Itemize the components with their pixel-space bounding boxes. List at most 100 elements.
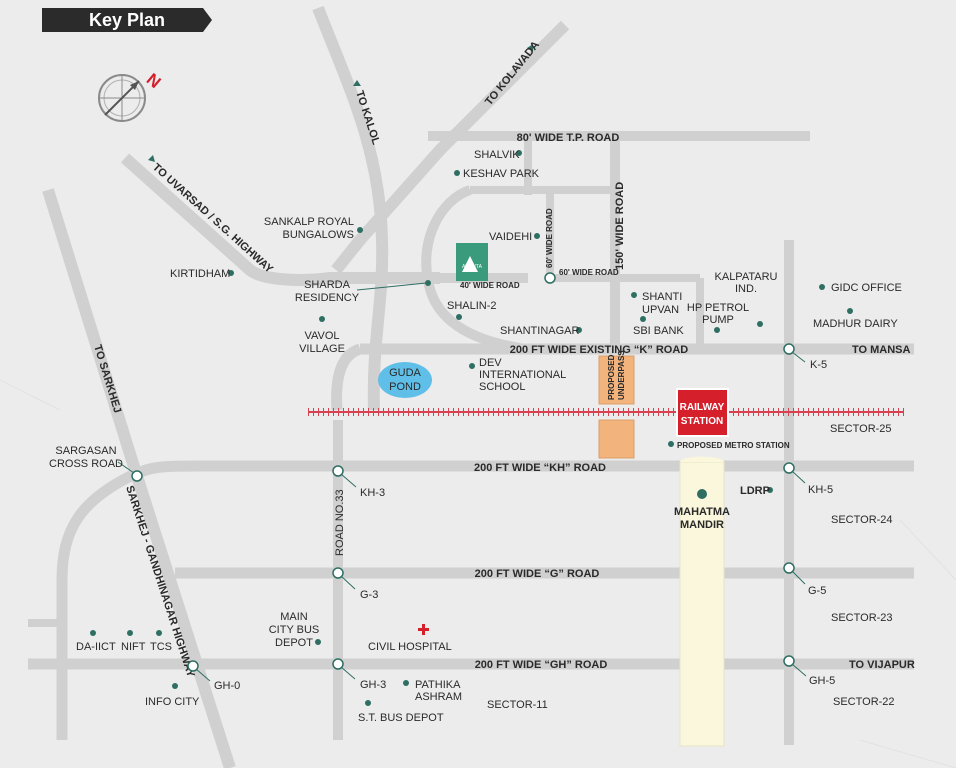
label-civil-hospital: CIVIL HOSPITAL bbox=[368, 641, 452, 653]
label-sbi-bank: SBI BANK bbox=[633, 325, 684, 337]
label-kirtidham: KIRTIDHAM bbox=[170, 268, 230, 280]
label-sector11: SECTOR-11 bbox=[487, 699, 548, 711]
label-sector22: SECTOR-22 bbox=[833, 696, 895, 708]
label-tcs: TCS bbox=[150, 641, 172, 653]
direction-vijapur: TO VIJAPUR bbox=[849, 659, 915, 671]
svg-text:TO UVARSAD / S.G. HIGHWAY: TO UVARSAD / S.G. HIGHWAY bbox=[150, 161, 276, 276]
junction-leaders bbox=[117, 351, 807, 682]
direction-uvarsad: TO UVARSAD / S.G. HIGHWAY bbox=[148, 155, 276, 276]
label-sector24: SECTOR-24 bbox=[831, 514, 893, 526]
underpass-label: PROPOSED UNDERPASS bbox=[607, 350, 626, 400]
place-markers bbox=[90, 150, 853, 706]
r60b-road-label: 60' WIDE ROAD bbox=[559, 268, 619, 277]
label-sargasan-1: SARGASAN bbox=[55, 445, 116, 457]
west-loop-road bbox=[56, 469, 138, 740]
arrow-icon bbox=[527, 44, 533, 51]
label-main-bus-1: MAIN bbox=[280, 611, 308, 623]
junction-gh3: GH-3 bbox=[360, 679, 386, 691]
sarkhej-gandhinagar-highway bbox=[42, 188, 236, 768]
label-daiict: DA-IICT bbox=[76, 641, 116, 653]
ananta-logo-text: ANANTA bbox=[462, 264, 483, 270]
junction-markers bbox=[131, 272, 795, 672]
sharda-leader bbox=[356, 282, 427, 291]
label-kalpataru-1: KALPATARU bbox=[715, 271, 778, 283]
railway-station bbox=[676, 388, 729, 437]
railway-station-label-1: RAILWAY bbox=[680, 402, 725, 413]
proposed-underpass-lower bbox=[598, 419, 635, 459]
label-ldrp: LDRP bbox=[740, 485, 770, 497]
page-title: Key Plan bbox=[89, 10, 165, 30]
label-sankalp-1: SANKALP ROYAL bbox=[264, 216, 354, 228]
junction-gh0: GH-0 bbox=[214, 680, 240, 692]
label-metro-station: PROPOSED METRO STATION bbox=[677, 441, 790, 450]
tp80-road-label: 80' WIDE T.P. ROAD bbox=[517, 132, 620, 144]
label-sargasan-2: CROSS ROAD bbox=[49, 458, 123, 470]
direction-sarkhej: TO SARKHEJ bbox=[91, 343, 123, 414]
label-pathika-1: PATHIKA bbox=[415, 679, 461, 691]
label-shanti-1: SHANTI bbox=[642, 291, 682, 303]
guda-pond-shape bbox=[378, 362, 432, 398]
kolavada-road bbox=[331, 20, 570, 274]
label-sankalp-2: BUNGALOWS bbox=[282, 229, 354, 241]
arrow-icon bbox=[353, 80, 361, 86]
label-info-city: INFO CITY bbox=[145, 696, 200, 708]
label-sector23: SECTOR-23 bbox=[831, 612, 893, 624]
compass-icon: N bbox=[98, 70, 165, 122]
svg-text:TO KOLAVADA: TO KOLAVADA bbox=[483, 39, 542, 108]
label-dev-2: INTERNATIONAL bbox=[479, 369, 566, 381]
junction-k5: K-5 bbox=[810, 359, 827, 371]
compass-north-letter: N bbox=[143, 70, 165, 92]
r40-road-label: 40' WIDE ROAD bbox=[460, 281, 520, 290]
direction-mansa: TO MANSA bbox=[852, 344, 911, 356]
gh-road-label: 200 FT WIDE “GH” ROAD bbox=[475, 659, 608, 671]
svg-text:PROPOSED: PROPOSED bbox=[607, 354, 616, 400]
hospital-icon bbox=[418, 624, 429, 635]
k-road-curve bbox=[331, 343, 363, 411]
header-banner: Key Plan bbox=[42, 8, 212, 32]
label-shanti-2: UPVAN bbox=[642, 304, 679, 316]
label-mahatma-2: MANDIR bbox=[680, 519, 724, 531]
road33-label: ROAD NO.33 bbox=[334, 489, 346, 556]
g-road-label: 200 FT WIDE “G” ROAD bbox=[475, 568, 600, 580]
junction-kh3: KH-3 bbox=[360, 487, 385, 499]
label-madhur-dairy: MADHUR DAIRY bbox=[813, 318, 898, 330]
label-st-bus-depot: S.T. BUS DEPOT bbox=[358, 712, 444, 724]
ananta-logo-mark bbox=[462, 256, 478, 272]
direction-kolavada: TO KOLAVADA bbox=[483, 39, 542, 108]
r150-road-label: 150' WIDE ROAD bbox=[614, 182, 626, 270]
proposed-underpass bbox=[598, 355, 635, 405]
label-dev-1: DEV bbox=[479, 357, 502, 369]
label-vaidehi: VAIDEHI bbox=[489, 231, 532, 243]
svg-text:UNDERPASS: UNDERPASS bbox=[617, 350, 626, 400]
junction-gh5: GH-5 bbox=[809, 675, 835, 687]
label-hp-2: PUMP bbox=[702, 314, 734, 326]
label-mahatma-1: MAHATMA bbox=[674, 506, 730, 518]
label-hp-1: HP PETROL bbox=[687, 302, 749, 314]
railway-station-label-2: STATION bbox=[681, 416, 723, 427]
label-kalpataru-2: IND. bbox=[735, 283, 757, 295]
junction-g3: G-3 bbox=[360, 589, 378, 601]
label-sector25: SECTOR-25 bbox=[830, 423, 892, 435]
road-network bbox=[28, 5, 914, 768]
label-shalvik: SHALVIK bbox=[474, 149, 520, 161]
label-pathika-2: ASHRAM bbox=[415, 691, 462, 703]
junction-g5: G-5 bbox=[808, 585, 826, 597]
guda-pond-label-2: POND bbox=[389, 381, 421, 393]
uvarsad-road bbox=[120, 153, 440, 286]
arrow-icon bbox=[148, 155, 155, 162]
label-sharda-1: SHARDA bbox=[304, 279, 351, 291]
label-nift: NIFT bbox=[121, 641, 146, 653]
corridor-cap bbox=[680, 456, 724, 462]
background-lines bbox=[0, 379, 956, 768]
mahatma-mandir-corridor bbox=[679, 461, 725, 747]
label-dev-3: SCHOOL bbox=[479, 381, 525, 393]
label-vavol-2: VILLAGE bbox=[299, 343, 345, 355]
k-road-label: 200 FT WIDE EXISTING “K” ROAD bbox=[510, 344, 689, 356]
label-vavol-1: VAVOL bbox=[304, 330, 339, 342]
r60-road-label: 60' WIDE ROAD bbox=[545, 208, 554, 268]
label-main-bus-2: CITY BUS bbox=[269, 624, 320, 636]
junction-kh5: KH-5 bbox=[808, 484, 833, 496]
label-main-bus-3: DEPOT bbox=[275, 637, 313, 649]
label-shantinagar: SHANTINAGAR bbox=[500, 325, 580, 337]
